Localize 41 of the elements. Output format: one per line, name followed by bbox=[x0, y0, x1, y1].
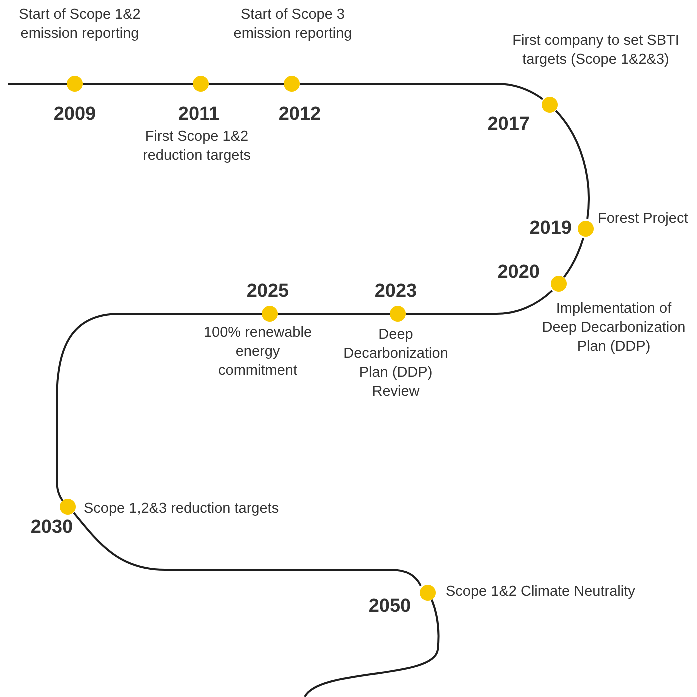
milestone-text: Start of Scope 1&2 emission reporting bbox=[18, 6, 142, 44]
timeline-line bbox=[73, 512, 422, 586]
milestone-dot bbox=[420, 585, 436, 601]
year-label: 2050 bbox=[368, 596, 412, 618]
timeline-line bbox=[406, 290, 554, 315]
year-label: 2012 bbox=[278, 104, 322, 126]
timeline-line bbox=[563, 238, 584, 278]
timeline-line bbox=[8, 83, 67, 85]
milestone-text: Scope 1&2 Climate Neutrality bbox=[446, 583, 636, 602]
milestone-dot bbox=[60, 499, 76, 515]
year-label: 2020 bbox=[498, 262, 540, 284]
timeline-line bbox=[300, 83, 544, 100]
year-label: 2017 bbox=[488, 114, 530, 136]
year-label: 2019 bbox=[530, 218, 572, 240]
timeline-line bbox=[83, 83, 193, 85]
year-label: 2009 bbox=[54, 104, 96, 126]
timeline-line bbox=[209, 83, 284, 85]
timeline-line bbox=[304, 600, 440, 697]
milestone-dot bbox=[284, 76, 300, 92]
milestone-text: First Scope 1&2 reduction targets bbox=[142, 128, 252, 166]
milestone-dot bbox=[67, 76, 83, 92]
milestone-text: Implementation of Deep Decarbonization Plan (DDP) bbox=[541, 300, 687, 357]
milestone-text: Forest Project bbox=[598, 210, 690, 229]
milestone-dot bbox=[550, 276, 567, 292]
year-label: 2030 bbox=[30, 517, 74, 539]
year-label: 2011 bbox=[178, 104, 220, 126]
milestone-text: First company to set SBTI targets (Scope 1&2&3) bbox=[512, 32, 680, 70]
milestone-text: Start of Scope 3 emission reporting bbox=[232, 6, 354, 44]
year-label: 2025 bbox=[246, 281, 290, 303]
milestone-dot bbox=[390, 306, 406, 322]
milestone-dot bbox=[542, 96, 558, 113]
milestone-dot bbox=[193, 76, 209, 92]
milestone-text: 100% renewable energy commitment bbox=[202, 324, 314, 381]
milestone-text: Scope 1,2&3 reduction targets bbox=[84, 500, 280, 519]
milestone-dot bbox=[578, 220, 594, 237]
milestone-dot bbox=[262, 306, 278, 322]
year-label: 2023 bbox=[374, 281, 418, 303]
timeline-line bbox=[278, 313, 390, 315]
timeline-line bbox=[555, 110, 590, 220]
timeline-line bbox=[56, 313, 262, 502]
milestone-text: Deep Decarbonization Plan (DDP) Review bbox=[344, 326, 448, 402]
